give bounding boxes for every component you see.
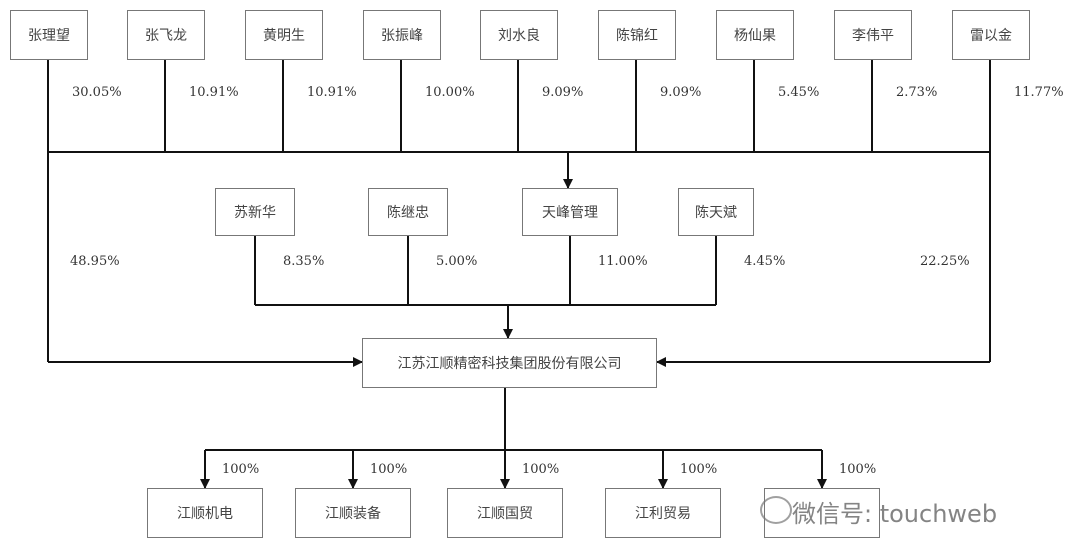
subsidiary-box: 江顺机电 (147, 488, 263, 538)
direct-left-pct: 48.95% (70, 254, 120, 269)
share-pct: 10.00% (425, 85, 475, 100)
shareholder-box: 杨仙果 (716, 10, 794, 60)
share-pct: 5.00% (436, 254, 478, 269)
shareholder-box: 苏新华 (215, 188, 295, 236)
share-pct: 9.09% (660, 85, 702, 100)
subsidiary-box: 江利贸易 (605, 488, 721, 538)
shareholder-box: 雷以金 (952, 10, 1030, 60)
share-pct: 11.77% (1014, 85, 1064, 100)
shareholder-box: 张飞龙 (127, 10, 205, 60)
subsidiary-pct: 100% (839, 462, 877, 477)
shareholder-box: 李伟平 (834, 10, 912, 60)
subsidiary-pct: 100% (222, 462, 260, 477)
shareholder-box: 张理望 (10, 10, 88, 60)
shareholder-box: 陈继忠 (368, 188, 448, 236)
shareholder-box: 刘水良 (480, 10, 558, 60)
watermark: 微信号: touchweb (792, 500, 998, 528)
subsidiary-pct: 100% (680, 462, 718, 477)
share-pct: 10.91% (307, 85, 357, 100)
subsidiary-box: 江顺国贸 (447, 488, 563, 538)
share-pct: 4.45% (744, 254, 786, 269)
shareholder-box: 天峰管理 (522, 188, 618, 236)
shareholder-box: 陈锦红 (598, 10, 676, 60)
share-pct: 10.91% (189, 85, 239, 100)
shareholder-box: 张振峰 (363, 10, 441, 60)
direct-right-pct: 22.25% (920, 254, 970, 269)
company-box: 江苏江顺精密科技集团股份有限公司 (362, 338, 657, 388)
share-pct: 9.09% (542, 85, 584, 100)
shareholder-box: 陈天斌 (678, 188, 754, 236)
subsidiary-box: 江顺装备 (295, 488, 411, 538)
shareholder-box: 黄明生 (245, 10, 323, 60)
subsidiary-pct: 100% (370, 462, 408, 477)
share-pct: 30.05% (72, 85, 122, 100)
share-pct: 11.00% (598, 254, 648, 269)
subsidiary-pct: 100% (522, 462, 560, 477)
share-pct: 5.45% (778, 85, 820, 100)
share-pct: 2.73% (896, 85, 938, 100)
wechat-icon (760, 496, 792, 524)
share-pct: 8.35% (283, 254, 325, 269)
